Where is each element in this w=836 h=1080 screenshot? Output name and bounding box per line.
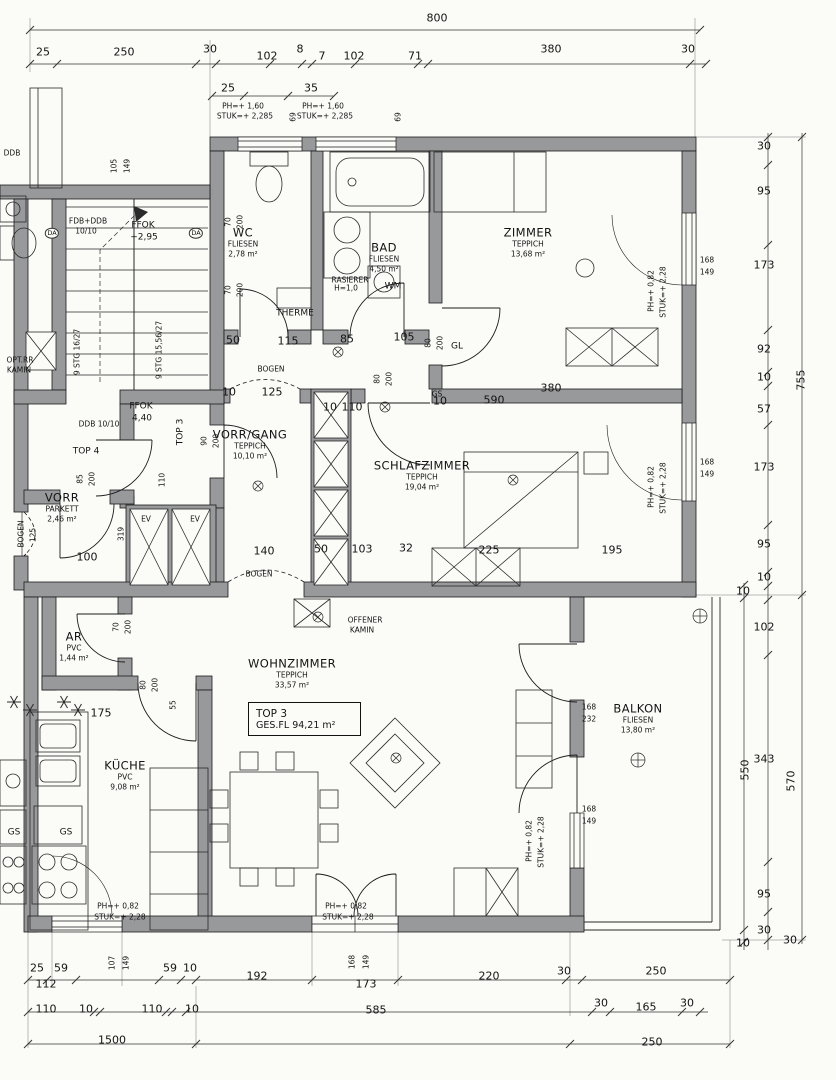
window-schlafzimmer — [681, 422, 697, 502]
dishwasher — [33, 805, 83, 845]
door-wc — [239, 288, 289, 338]
optional-chimney — [25, 331, 57, 371]
bed-schlafzimmer — [463, 451, 579, 549]
window-wohnzimmer-balkon — [569, 812, 585, 869]
wall-bad-zimmer — [428, 150, 443, 304]
bathtub — [329, 151, 431, 213]
dimension-lines — [17, 25, 807, 1049]
staircase — [66, 199, 208, 390]
window-kueche — [51, 915, 123, 933]
windows — [51, 136, 697, 933]
door-bad — [349, 282, 405, 338]
sideboard — [515, 689, 553, 789]
french-door-leaf-left — [315, 873, 359, 917]
rug-diamond — [349, 717, 441, 809]
kitchen-tall-unit — [149, 767, 209, 931]
wall-zimmer-schlafzimmer — [431, 388, 683, 404]
arches — [23, 379, 305, 583]
wardrobe-zimmer — [565, 327, 659, 367]
door-schlafzimmer — [367, 402, 431, 466]
bed-zimmer — [433, 151, 547, 213]
balcony-edge — [584, 597, 721, 931]
doors — [51, 214, 683, 917]
door-vorr-top4 — [59, 503, 115, 559]
table-zimmer — [575, 258, 595, 278]
unit-name: TOP 3 — [256, 707, 288, 720]
arch-wohnzimmer — [227, 569, 305, 583]
french-door-wohnzimmer — [311, 915, 399, 933]
window-wc — [237, 136, 303, 152]
cabinet-bottom — [453, 867, 519, 917]
window-swing-schlafzimmer — [606, 424, 683, 501]
plant-symbols — [7, 695, 85, 717]
toilet — [249, 151, 289, 203]
window-bad — [315, 136, 397, 152]
stair-direction-arrow — [99, 211, 139, 382]
washing-machine — [367, 265, 401, 299]
flue-boxes — [313, 391, 349, 586]
arch-vorrgang — [229, 379, 301, 390]
window-swing-kueche — [51, 855, 113, 917]
door-balkon-1 — [518, 643, 578, 703]
door-entrance-top4 — [95, 439, 153, 497]
door-balkon-2 — [518, 754, 578, 814]
kitchen-counter — [29, 711, 89, 931]
fixtures — [0, 87, 721, 931]
extension-lines — [27, 18, 806, 1048]
arch-left — [23, 511, 36, 557]
window-swing-zimmer — [611, 214, 683, 286]
door-entrance-top3 — [223, 424, 278, 479]
elevator-shafts — [129, 508, 211, 586]
door-ar — [76, 613, 126, 663]
ceiling-fixture-symbols — [252, 346, 708, 768]
washbasins — [323, 211, 371, 279]
open-fireplace — [293, 598, 331, 628]
wardrobe-schlafzimmer — [431, 547, 521, 587]
boiler-therme — [276, 287, 312, 309]
door-zimmer — [441, 307, 501, 367]
door-kueche — [137, 682, 197, 742]
stove — [31, 845, 87, 905]
nightstand — [583, 451, 609, 475]
unit-summary-box: TOP 3 GES.FL 94,21 m² — [248, 702, 361, 736]
wall-bottom-exterior — [397, 915, 585, 933]
unit-total-area: GES.FL 94,21 m² — [256, 719, 336, 731]
upper-loggia-outline — [29, 87, 63, 189]
window-zimmer — [681, 212, 697, 286]
wall-wc-bad — [310, 150, 324, 331]
dining-table — [209, 751, 339, 887]
french-door-leaf-right — [353, 873, 397, 917]
neighbour-fixtures — [0, 195, 37, 905]
